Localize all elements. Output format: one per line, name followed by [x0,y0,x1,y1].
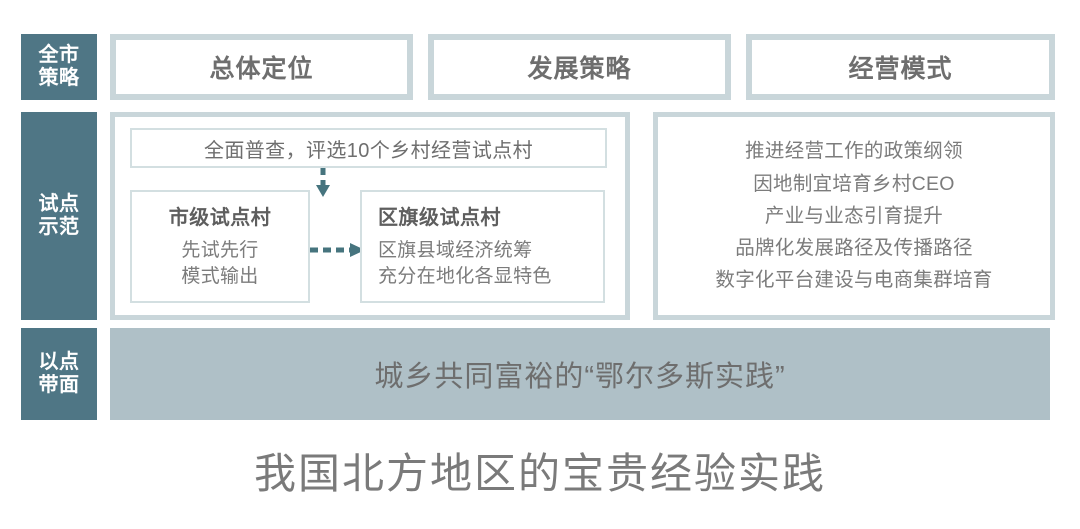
panel-operating-model [653,112,1055,320]
stage-label-line1: 全市 [38,44,80,67]
village-card-body: 先试先行 模式输出 [148,238,308,290]
right-arrow-icon [310,243,365,257]
survey-box: 全面普查，评选10个乡村经营试点村 [130,128,607,168]
village-card-body: 区旗县域经济统筹 充分在地化各显特色 [378,238,603,290]
stage-label-point-to-area: 以点 带面 [21,328,97,420]
list-item: 产业与业态引育提升 [764,204,944,227]
list-item: 数字化平台建设与电商集群培育 [715,269,993,292]
list-item: 品牌化发展路径及传播路径 [735,237,973,260]
village-card-district-level: 区旗级试点村 区旗县域经济统筹 充分在地化各显特色 [360,190,605,303]
down-arrow-icon [316,168,330,197]
village-card-title: 市级试点村 [168,207,272,229]
stage-label-line1: 以点 [38,351,80,374]
village-card-line: 充分在地化各显特色 [378,266,552,288]
stage-label-line2: 带面 [38,374,80,396]
list-item: 推进经营工作的政策纲领 [745,140,963,163]
stage-label-pilot-demo: 试点 示范 [21,112,97,320]
header-box-operating-model: 经营模式 [746,34,1055,100]
stage-label-line2: 示范 [38,216,80,238]
list-item: 因地制宜培育乡村CEO [753,172,955,195]
village-card-line: 模式输出 [181,266,259,288]
stage-label-citywide-strategy: 全市 策略 [21,34,97,100]
village-card-city-level: 市级试点村 先试先行 模式输出 [130,190,310,303]
village-card-title: 区旗级试点村 [378,207,501,229]
banner-text: 城乡共同富裕的“鄂尔多斯实践” [374,361,786,393]
village-card-line: 先试先行 [181,240,259,261]
stage-label-line1: 试点 [38,193,80,216]
header-box-development-strategy: 发展策略 [428,34,731,100]
bottom-banner: 城乡共同富裕的“鄂尔多斯实践” [110,328,1050,420]
page-caption: 我国北方地区的宝贵经验实践 [253,450,826,497]
stage-label-line2: 策略 [38,67,80,89]
header-box-overall-positioning: 总体定位 [110,34,413,100]
operating-model-list: 推进经营工作的政策纲领 因地制宜培育乡村CEO 产业与业态引育提升 品牌化发展路… [653,112,1055,320]
village-card-line: 区旗县域经济统筹 [378,240,533,261]
